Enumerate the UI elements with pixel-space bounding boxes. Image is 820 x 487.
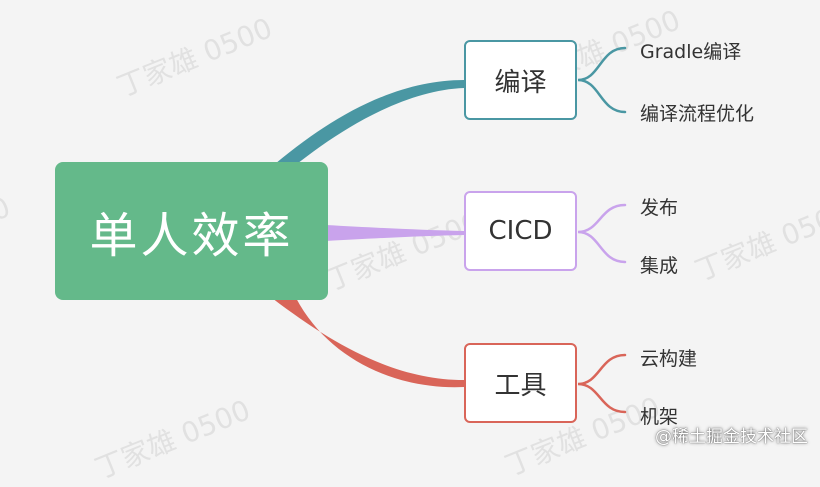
connector-root-to-cicd — [326, 225, 464, 241]
leaf-cloud-build[interactable]: 云构建 — [640, 348, 698, 370]
connector-lines — [268, 46, 627, 414]
leaf-compile-flow-optimization[interactable]: 编译流程优化 — [640, 103, 755, 125]
root-node[interactable]: 单人效率 — [55, 162, 328, 300]
bracket-bianyi — [577, 46, 627, 114]
leaf-integration[interactable]: 集成 — [640, 255, 679, 277]
branch-node-gongju[interactable]: 工具 — [464, 343, 577, 423]
mind-map-canvas: 丁家雄 0500 丁家雄 0500 丁家雄 0500 丁家雄 0500 丁家雄 … — [0, 3, 820, 485]
connector-root-to-gongju — [272, 298, 464, 388]
branch-node-cicd[interactable]: CICD — [464, 191, 577, 271]
bracket-cicd — [577, 203, 627, 264]
branch-node-bianyi[interactable]: 编译 — [464, 40, 577, 120]
bracket-gongju — [577, 353, 627, 414]
leaf-gradle-compile[interactable]: Gradle编译 — [640, 41, 742, 63]
leaf-release[interactable]: 发布 — [640, 197, 679, 219]
source-credit: @稀土掘金技术社区 — [655, 427, 808, 447]
leaf-rack[interactable]: 机架 — [640, 406, 679, 428]
connector-root-to-bianyi — [268, 80, 464, 170]
